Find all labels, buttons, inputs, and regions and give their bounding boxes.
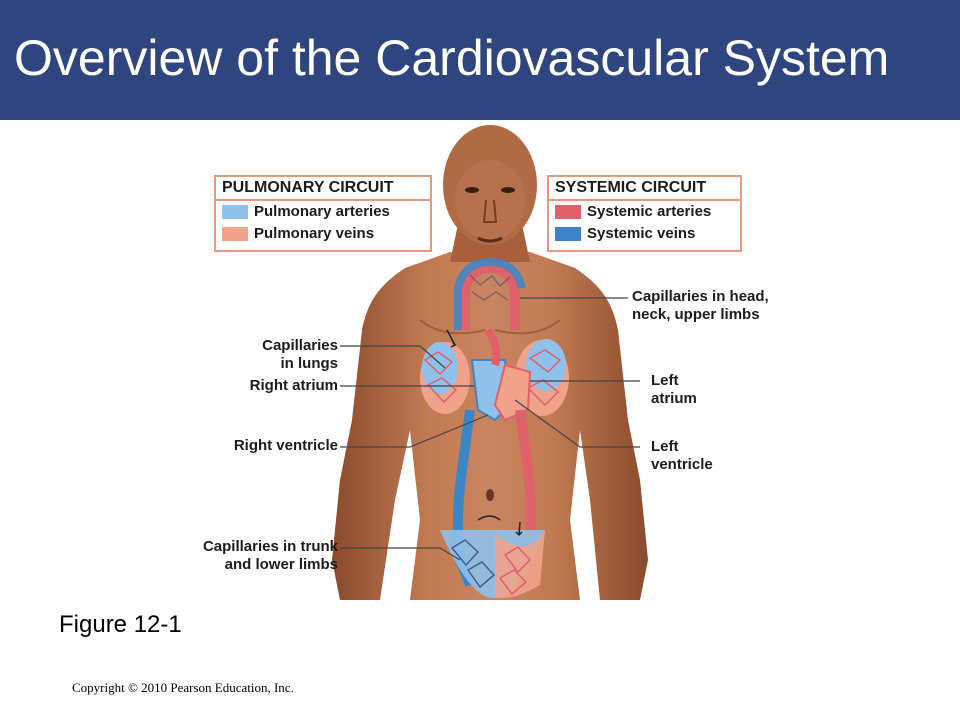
label-right-ventricle: Right ventricle (233, 437, 338, 454)
label-capillaries-lungs: Capillaries in lungs (262, 337, 338, 372)
legend-item-systemic-arteries: Systemic arteries (549, 201, 740, 223)
copyright-notice: Copyright © 2010 Pearson Education, Inc. (72, 680, 294, 695)
legend-item-systemic-veins: Systemic veins (549, 223, 740, 245)
cardiovascular-figure: PULMONARY CIRCUIT Pulmonary arteries Pul… (0, 120, 960, 620)
legend-item-pulmonary-arteries: Pulmonary arteries (216, 201, 430, 223)
torso-silhouette (332, 252, 648, 600)
pulmonary-legend-title: PULMONARY CIRCUIT (216, 177, 430, 201)
label-capillaries-trunk: Capillaries in trunk and lower limbs (202, 538, 338, 573)
label-left-atrium: Left atrium (651, 372, 697, 407)
heart (470, 327, 532, 422)
face-shading (455, 160, 525, 240)
label-right-atrium: Right atrium (249, 377, 338, 394)
systemic-arteries-swatch (555, 204, 581, 219)
head-capillary-loop (460, 262, 520, 330)
pulmonary-legend: PULMONARY CIRCUIT Pulmonary arteries Pul… (214, 175, 432, 252)
pulmonary-veins-swatch (222, 226, 248, 241)
figure-caption: Figure 12-1 (59, 611, 182, 638)
pulmonary-arteries-swatch (222, 204, 248, 219)
label-left-ventricle: Left ventricle (651, 438, 713, 473)
leader-lines (340, 297, 640, 561)
legend-item-pulmonary-veins: Pulmonary veins (216, 223, 430, 245)
title-bar: Overview of the Cardiovascular System (0, 0, 960, 120)
systemic-veins-swatch (555, 226, 581, 241)
body-illustration (300, 125, 700, 610)
systemic-legend: SYSTEMIC CIRCUIT Systemic arteries Syste… (547, 175, 742, 252)
slide-title: Overview of the Cardiovascular System (14, 30, 890, 86)
systemic-legend-title: SYSTEMIC CIRCUIT (549, 177, 740, 201)
label-capillaries-head: Capillaries in head, neck, upper limbs (632, 288, 769, 323)
